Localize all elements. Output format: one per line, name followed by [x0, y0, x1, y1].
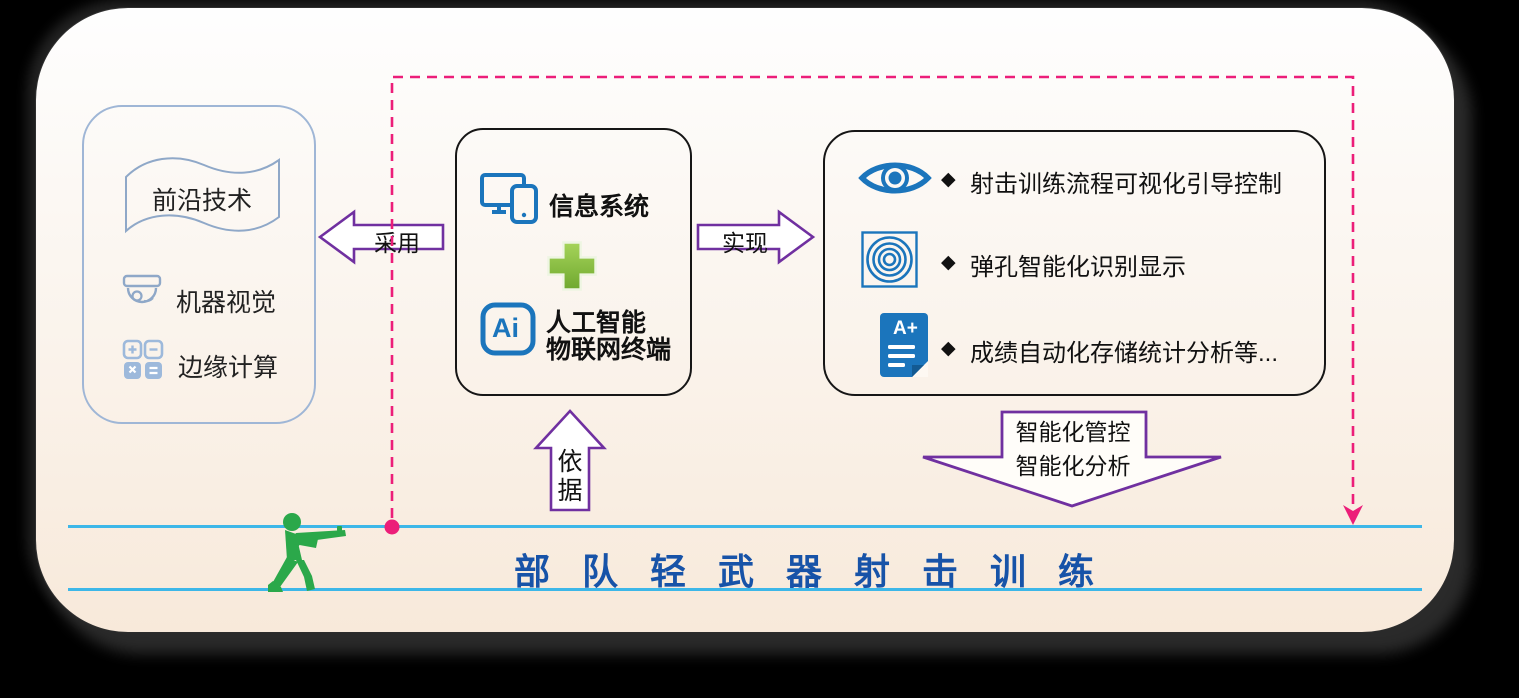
range-line-bottom: [68, 588, 1422, 591]
capability-visual-guidance-label: 射击训练流程可视化引导控制: [970, 171, 1282, 198]
ai-label-line2: 物联网终端: [546, 336, 672, 364]
bullet-diamond: ◆: [941, 169, 956, 190]
frontier-tech-box: [82, 105, 316, 424]
adopt-arrow-label: 采用: [374, 230, 420, 256]
edge-computing-label: 边缘计算: [178, 354, 279, 382]
grade-a-plus-text: A+: [893, 318, 918, 339]
eye-icon: [858, 162, 932, 194]
calculator-icon: [122, 339, 164, 379]
down-arrow-label-line1: 智能化管控: [1015, 419, 1131, 445]
camera-icon: [122, 274, 162, 304]
machine-vision-label: 机器视觉: [176, 289, 277, 317]
realize-arrow-label: 实现: [722, 230, 768, 256]
information-system-label: 信息系统: [549, 193, 650, 221]
bullet-diamond: ◆: [941, 252, 956, 273]
capability-score-analysis-label: 成绩自动化存储统计分析等...: [970, 340, 1279, 367]
bottom-title: 部队轻武器射击训练: [514, 551, 1127, 592]
bullet-diamond: ◆: [941, 338, 956, 359]
ai-badge-text: Ai: [492, 313, 519, 343]
down-arrow-label-line2: 智能化分析: [1015, 453, 1131, 479]
capability-bullet-hole-label: 弹孔智能化识别显示: [970, 254, 1186, 281]
range-line-top: [68, 525, 1422, 528]
flag-label: 前沿技术: [151, 187, 252, 215]
plus-icon: [547, 241, 597, 291]
flag-banner-icon: [125, 157, 280, 234]
devices-icon: [480, 173, 538, 224]
basis-arrow-label: 依据: [557, 448, 583, 505]
shooter-icon: [268, 513, 346, 592]
target-icon: [861, 231, 918, 288]
